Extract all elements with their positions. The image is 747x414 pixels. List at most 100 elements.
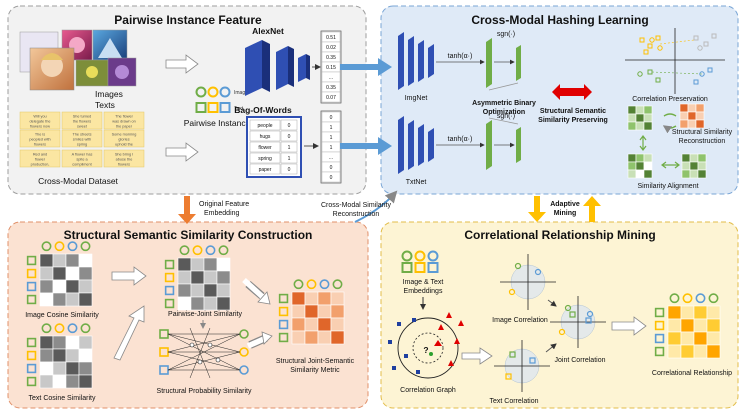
sim-align-label: Similarity Alignment bbox=[637, 183, 698, 190]
bow-word: paper bbox=[259, 167, 272, 173]
matrix-cell bbox=[679, 111, 689, 121]
matrix-cell bbox=[643, 113, 653, 123]
matrix-cell bbox=[687, 111, 697, 121]
matrix-cell bbox=[317, 330, 332, 345]
matrix-cell bbox=[291, 291, 306, 306]
matrix-key-circle bbox=[682, 293, 693, 304]
matrix-cell bbox=[627, 169, 637, 179]
matrix-key-square bbox=[164, 298, 175, 309]
matrix-cell bbox=[190, 296, 205, 311]
matrix-cell bbox=[627, 105, 637, 115]
matrix-cell bbox=[216, 257, 231, 272]
matrix-cell bbox=[643, 121, 653, 131]
caption-text: flowers bbox=[118, 163, 130, 167]
arrow-features-to-imgnet bbox=[340, 58, 392, 76]
matrix-cell bbox=[697, 153, 707, 163]
matrix-cell bbox=[78, 253, 93, 268]
txtnet bbox=[398, 116, 434, 174]
matrix-cell bbox=[78, 361, 93, 376]
matrix-cell bbox=[695, 111, 705, 121]
matrix-key-circle bbox=[669, 293, 680, 304]
asym-label-1: Asymmetric Binary bbox=[472, 100, 536, 107]
align-leftright-arrow bbox=[661, 161, 680, 169]
matrix-key-circle bbox=[695, 293, 706, 304]
embed-label-2: Embeddings bbox=[404, 288, 443, 295]
matrix-key-square bbox=[26, 281, 37, 292]
matrix-cell bbox=[78, 374, 93, 389]
correlation-graph: ? bbox=[388, 312, 464, 379]
matrix-cell bbox=[687, 119, 697, 129]
matrix-cell bbox=[291, 330, 306, 345]
matrix-cell bbox=[643, 153, 653, 163]
matrix-cell bbox=[65, 279, 80, 294]
metric-label-2: Similarity Metric bbox=[290, 367, 340, 374]
matrix-key-square bbox=[278, 319, 289, 330]
matrix-cell bbox=[695, 103, 705, 113]
metric-label-1: Structural Joint-Semantic bbox=[276, 358, 355, 365]
caption-text: spring bbox=[77, 143, 87, 147]
matrix-key-circle bbox=[293, 279, 304, 290]
matrix-cell bbox=[317, 317, 332, 332]
joint-corr-label: Joint Correlation bbox=[555, 357, 606, 364]
matrix-key-circle bbox=[67, 241, 78, 252]
matrix-cell bbox=[65, 292, 80, 307]
image-tag: Image bbox=[234, 90, 248, 96]
matrix-cell bbox=[65, 253, 80, 268]
matrix-cell bbox=[190, 283, 205, 298]
matrix-cell bbox=[635, 113, 645, 123]
img-corr-label: Image Correlation bbox=[492, 317, 548, 324]
joint-correlation-plot bbox=[550, 296, 606, 348]
matrix-cell bbox=[635, 153, 645, 163]
bow-word: spring bbox=[258, 156, 272, 162]
alexnet-network bbox=[245, 40, 310, 96]
matrix-cell bbox=[635, 121, 645, 131]
matrix-cell bbox=[681, 169, 691, 179]
matrix-cell bbox=[317, 304, 332, 319]
vector-cell: 0.15 bbox=[326, 65, 336, 71]
matrix-key-square bbox=[654, 307, 665, 318]
matrix-cell bbox=[635, 105, 645, 115]
matrix-key-circle bbox=[332, 279, 343, 290]
matrix-key-square bbox=[26, 376, 37, 387]
matrix-cell bbox=[177, 283, 192, 298]
matrix-cell bbox=[627, 121, 637, 131]
matrix-cell bbox=[706, 318, 721, 333]
bow-count: 0 bbox=[288, 167, 291, 173]
bow-count: 1 bbox=[288, 145, 291, 151]
caption-text: glories bbox=[118, 138, 129, 142]
vector-cell: 0.07 bbox=[326, 95, 336, 101]
matrix-key-circle bbox=[306, 279, 317, 290]
matrix-cell bbox=[291, 317, 306, 332]
caption-text: Red and bbox=[33, 153, 47, 157]
caption-text: the flowers bbox=[73, 120, 91, 124]
vector-cell: ... bbox=[329, 155, 333, 161]
matrix-cell bbox=[52, 374, 67, 389]
texts-label: Texts bbox=[95, 100, 115, 110]
matrix-cell bbox=[78, 279, 93, 294]
bow-word: people bbox=[257, 123, 272, 129]
matrix-cell bbox=[203, 296, 218, 311]
structural-pres-1: Structural Semantic bbox=[540, 108, 606, 115]
matrix-cell bbox=[667, 305, 682, 320]
matrix-cell bbox=[330, 330, 345, 345]
asym-label-2: Optimization bbox=[483, 109, 525, 116]
matrix-cell bbox=[680, 331, 695, 346]
matrix-key-square bbox=[654, 320, 665, 331]
matrix-cell bbox=[643, 105, 653, 115]
matrix-key-circle bbox=[205, 245, 216, 256]
caption-text: was drawn on bbox=[112, 120, 135, 124]
align-updown-arrow bbox=[639, 135, 647, 151]
vector-cell: 0.35 bbox=[326, 55, 336, 61]
caption-text: abuse the bbox=[116, 158, 133, 162]
adaptive-1: Adaptive bbox=[550, 201, 580, 208]
matrix-key-square bbox=[164, 272, 175, 283]
caption-text: The streets bbox=[73, 133, 92, 137]
embed-label-1: Image & Text bbox=[403, 279, 444, 286]
matrix-cell bbox=[203, 270, 218, 285]
dataset-label: Cross-Modal Dataset bbox=[38, 176, 118, 186]
